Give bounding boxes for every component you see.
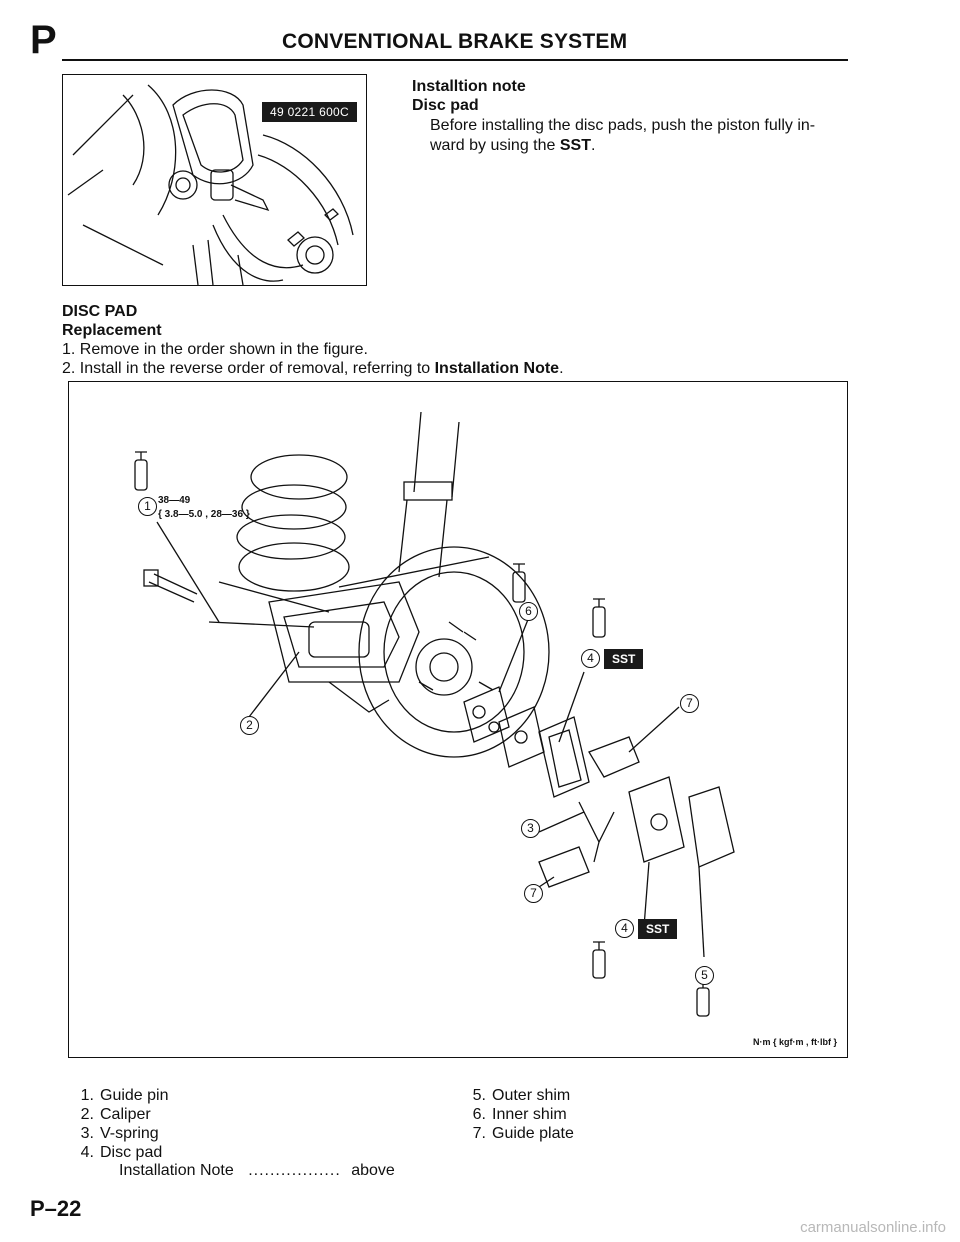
sst-badge-upper: SST (604, 649, 644, 669)
callout-4-upper: 4 (581, 649, 600, 668)
note-ref: above (351, 1162, 395, 1179)
replacement-subheading: Replacement (62, 322, 162, 339)
torque-value-alt-units: { 3.8—5.0 , 28—36 } (158, 509, 250, 520)
exploded-view-drawing (134, 411, 735, 1017)
torque-units-note: N·m { kgf·m , ft·lbf } (753, 1037, 837, 1047)
step-2-text: 2. Install in the reverse order of remov… (62, 360, 435, 377)
item-number: 1. (80, 1087, 94, 1104)
disc-pad-exploded-figure: 1 38—49 { 3.8—5.0 , 28—36 } 2 6 4 SST 7 … (68, 381, 848, 1058)
item-name: Disc pad (100, 1144, 163, 1161)
page-title: CONVENTIONAL BRAKE SYSTEM (282, 30, 628, 53)
list-item: 3. V-spring (70, 1124, 169, 1143)
parts-list-right: 5. Outer shim 6. Inner shim 7. Guide plate (462, 1086, 574, 1143)
list-item: 1. Guide pin (70, 1086, 169, 1105)
list-item: 7. Guide plate (462, 1124, 574, 1143)
sst-number-badge: 49 0221 600C (262, 102, 357, 122)
installation-note-text-main: Before installing the disc pads, push th… (430, 117, 816, 154)
installation-note-heading: Installtion note (412, 78, 526, 95)
step-2-link: Installation Note (434, 360, 560, 377)
callout-1: 1 (138, 497, 157, 516)
list-item: 6. Inner shim (462, 1105, 574, 1124)
item-name: Guide plate (492, 1125, 574, 1142)
parts-list-left: 1. Guide pin 2. Caliper 3. V-spring 4. Disc … (70, 1086, 169, 1162)
callout-6: 6 (519, 602, 538, 621)
installation-note-reference: Installation Note ................. abov… (119, 1162, 395, 1180)
item-number: 6. (472, 1106, 486, 1123)
installation-note-text-end: . (590, 137, 596, 154)
sst-badge-lower: SST (638, 919, 678, 939)
list-item: 2. Caliper (70, 1105, 169, 1124)
list-item: 4. Disc pad (70, 1143, 169, 1162)
sst-piston-illustration: 49 0221 600C (62, 74, 367, 286)
item-number: 2. (80, 1106, 94, 1123)
callout-4-lower: 4 (615, 919, 634, 938)
step-2: 2. Install in the reverse order of remov… (62, 360, 564, 378)
item-name: Guide pin (100, 1087, 169, 1104)
callout-7-upper: 7 (680, 694, 699, 713)
item-number: 7. (472, 1125, 486, 1142)
item-number: 5. (472, 1087, 486, 1104)
item-number: 4. (80, 1144, 94, 1161)
torque-value: 38—49 (158, 495, 191, 506)
installation-note-subheading: Disc pad (412, 97, 479, 114)
item-number: 3. (80, 1125, 94, 1142)
callout-5: 5 (695, 966, 714, 985)
item-name: Caliper (100, 1106, 151, 1123)
step-2-end: . (559, 360, 564, 377)
item-name: Inner shim (492, 1106, 567, 1123)
note-label: Installation Note (119, 1162, 234, 1179)
item-name: Outer shim (492, 1087, 571, 1104)
caliper-piston-drawing (67, 84, 354, 286)
step-1: 1. Remove in the order shown in the figu… (62, 341, 368, 358)
callout-2: 2 (240, 716, 259, 735)
watermark: carmanualsonline.info (800, 1219, 946, 1236)
callout-3: 3 (521, 819, 540, 838)
callout-7-lower: 7 (524, 884, 543, 903)
installation-note-text: Before installing the disc pads, push th… (430, 116, 840, 156)
page-number: P–22 (30, 1196, 82, 1221)
item-name: V-spring (100, 1125, 159, 1142)
note-leader: ................. (248, 1162, 341, 1179)
list-item: 5. Outer shim (462, 1086, 574, 1105)
disc-pad-heading: DISC PAD (62, 303, 138, 320)
installation-note-sst: SST (559, 137, 591, 154)
header-rule (62, 59, 848, 61)
section-letter: P (30, 18, 57, 62)
